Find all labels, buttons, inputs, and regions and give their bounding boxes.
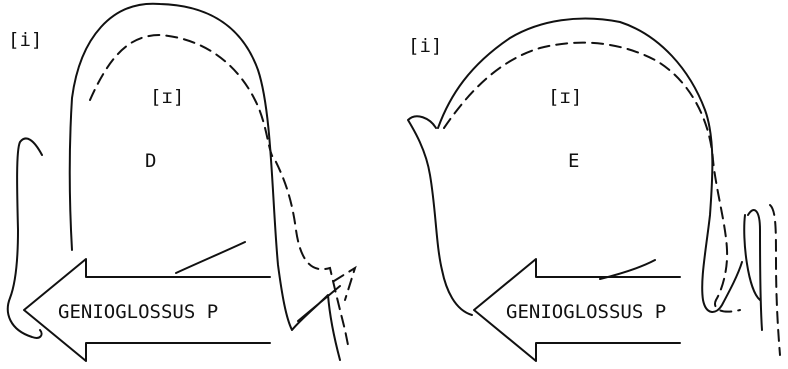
panel-d-arrow-label: GENIOGLOSSUS P bbox=[58, 301, 218, 323]
panel-d-vowel-inner: [ɪ] bbox=[150, 86, 184, 108]
panel-e-label: E bbox=[568, 150, 579, 172]
panel-d-vowel-outer: [i] bbox=[8, 29, 42, 51]
panel-e-i-contour bbox=[408, 19, 762, 330]
panel-e: [i] [ɪ] E GENIOGLOSSUS P bbox=[408, 19, 780, 361]
panel-e-arrow-label: GENIOGLOSSUS P bbox=[506, 301, 666, 323]
panel-e-vowel-inner: [ɪ] bbox=[548, 86, 582, 108]
panel-d-ih-contour bbox=[90, 35, 348, 345]
panel-d-label: D bbox=[145, 150, 156, 172]
panel-e-vowel-outer: [i] bbox=[408, 35, 442, 57]
panel-d-ih-contour-tail bbox=[334, 268, 355, 300]
panel-d: [i] [ɪ] D GENIOGLOSSUS P bbox=[8, 4, 355, 361]
panel-e-ih-contour bbox=[444, 43, 740, 312]
panel-d-surface-stroke bbox=[176, 242, 245, 273]
panel-e-ih-contour-tail bbox=[770, 205, 780, 355]
